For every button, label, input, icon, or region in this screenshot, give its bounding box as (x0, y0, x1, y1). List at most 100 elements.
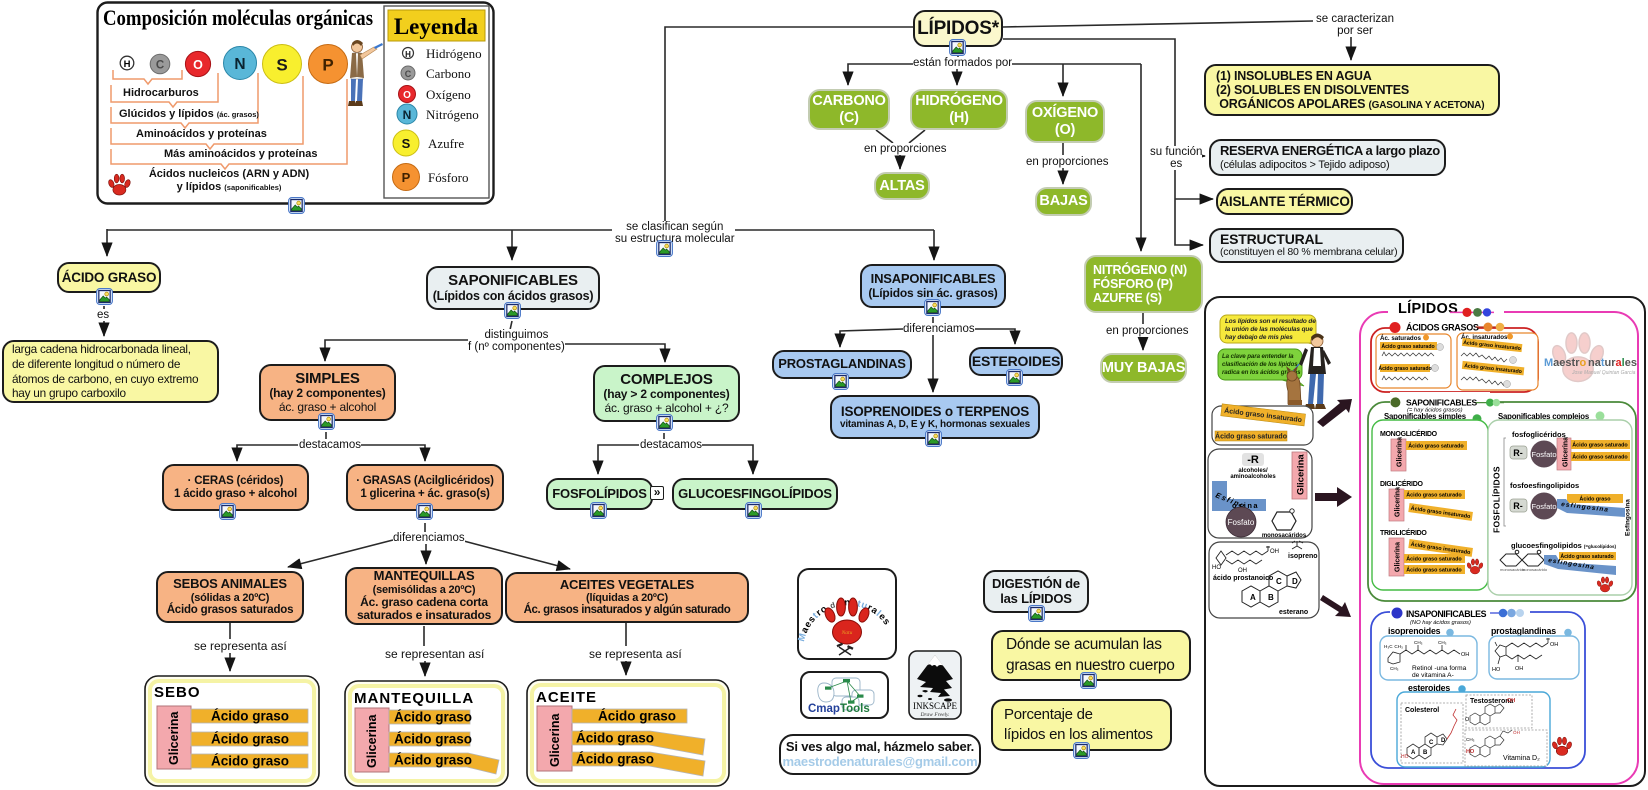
svg-text:OH: OH (1238, 568, 1247, 574)
svg-text:C: C (405, 69, 412, 79)
svg-text:Fósforo: Fósforo (428, 170, 468, 185)
svg-text:HO: HO (1492, 667, 1501, 673)
svg-text:Carbono: Carbono (426, 66, 471, 81)
svg-text:INSAPONIFICABLES: INSAPONIFICABLES (1406, 609, 1487, 619)
svg-text:Saponificables simples: Saponificables simples (1384, 412, 1467, 421)
svg-text:INKSCAPE: INKSCAPE (913, 701, 958, 711)
svg-text:OH: OH (1507, 698, 1515, 704)
svg-text:Ácido graso saturado: Ácido graso saturado (1572, 442, 1628, 449)
svg-text:Fosfato: Fosfato (1228, 518, 1255, 527)
svg-text:Hidrocarburos: Hidrocarburos (123, 87, 199, 99)
svg-text:Glicerina: Glicerina (1395, 487, 1402, 517)
svg-text:TRIGLICÉRIDO: TRIGLICÉRIDO (1380, 528, 1427, 537)
svg-text:R-: R- (1513, 501, 1523, 511)
svg-text:S: S (276, 56, 287, 75)
svg-text:Ácido graso saturado: Ácido graso saturado (1406, 567, 1462, 574)
svg-text:Ácido graso: Ácido graso (211, 754, 289, 769)
svg-text:C: C (1276, 577, 1282, 586)
svg-text:Leyenda: Leyenda (394, 14, 479, 39)
svg-text:fosfoesfingolipidos: fosfoesfingolipidos (1510, 481, 1579, 490)
svg-text:Ácidos nucleicos (ARN y ADN): Ácidos nucleicos (ARN y ADN) (149, 167, 310, 180)
svg-text:isoprenoides: isoprenoides (1388, 626, 1441, 636)
svg-text:C: C (156, 60, 164, 72)
svg-text:Ácido graso: Ácido graso (394, 732, 472, 747)
svg-text:Jose Manuel Quintan Garcia: Jose Manuel Quintan Garcia (1571, 370, 1636, 376)
svg-text:ACEITE: ACEITE (536, 689, 597, 706)
svg-text:fosfoglicéridos: fosfoglicéridos (1512, 430, 1566, 439)
svg-text:OH: OH (1270, 549, 1279, 555)
svg-text:N: N (403, 108, 412, 122)
svg-text:(NO hay ácidos grasos): (NO hay ácidos grasos) (1410, 620, 1471, 626)
svg-text:O: O (1465, 717, 1470, 723)
svg-text:prostaglandinas: prostaglandinas (1491, 626, 1556, 636)
svg-text:OH: OH (1515, 666, 1523, 672)
svg-text:A: A (1250, 593, 1256, 602)
svg-text:aminoalcoholes: aminoalcoholes (1230, 474, 1276, 480)
svg-text:(= hay ácidos grasos): (= hay ácidos grasos) (1407, 408, 1463, 414)
svg-text:Retinol -una forma: Retinol -una forma (1412, 665, 1467, 672)
svg-text:Testosterona: Testosterona (1470, 698, 1514, 705)
svg-text:Ácido graso: Ácido graso (211, 709, 289, 724)
svg-text:Ácido graso saturado: Ácido graso saturado (1408, 443, 1464, 450)
svg-text:R-: R- (1513, 448, 1523, 458)
svg-text:ácido prostanoico: ácido prostanoico (1213, 575, 1273, 582)
svg-text:S: S (402, 136, 411, 151)
svg-text:glucoesfingolipidos (=glucolíp: glucoesfingolipidos (=glucolípidos) (1511, 541, 1617, 550)
svg-text:Oxígeno: Oxígeno (426, 87, 471, 102)
svg-text:Natu: Natu (841, 630, 853, 636)
svg-text:Ác. saturados: Ác. saturados (1380, 335, 1421, 342)
svg-text:Ácido graso: Ácido graso (394, 710, 472, 725)
svg-text:hay debajo de mis pies: hay debajo de mis pies (1225, 334, 1293, 341)
svg-text:Glicerina: Glicerina (1563, 437, 1570, 467)
svg-text:Glúcidos y lípidos (ác. grasos: Glúcidos y lípidos (ác. grasos) (119, 108, 259, 120)
svg-text:O: O (193, 58, 203, 72)
svg-text:Más aminoácidos y proteínas: Más aminoácidos y proteínas (164, 148, 317, 160)
svg-text:Ácido graso saturado: Ácido graso saturado (1560, 553, 1613, 560)
svg-text:Ácido graso: Ácido graso (211, 732, 289, 747)
svg-text:clasificación de los lípidos: clasificación de los lípidos (1222, 361, 1298, 368)
svg-text:y lípidos (saponificables): y lípidos (saponificables) (177, 181, 282, 193)
svg-text:Ácido graso saturado: Ácido graso saturado (1406, 492, 1462, 499)
svg-text:DIGLICÉRIDO: DIGLICÉRIDO (1380, 479, 1423, 488)
svg-text:Aminoácidos y proteínas: Aminoácidos y proteínas (136, 128, 267, 140)
svg-text:HO: HO (1466, 749, 1475, 755)
svg-text:OH: OH (1550, 642, 1558, 648)
svg-text:CH₃: CH₃ (1438, 640, 1447, 645)
svg-text:Composición moléculas orgánica: Composición moléculas orgánicas (103, 5, 373, 30)
svg-text:la unión de las moléculas que: la unión de las moléculas que (1225, 326, 1313, 333)
svg-text:isopreno: isopreno (1288, 553, 1318, 560)
svg-text:C: C (1429, 740, 1434, 746)
svg-text:Ácido graso saturado: Ácido graso saturado (1572, 454, 1628, 461)
svg-text:Glicerina: Glicerina (1296, 454, 1307, 495)
svg-text:FOSFOLÍPIDOS: FOSFOLÍPIDOS (1492, 466, 1502, 533)
svg-text:Azufre: Azufre (428, 136, 464, 151)
svg-text:Glicerina: Glicerina (548, 712, 562, 767)
svg-text:alcoholes/: alcoholes/ (1238, 468, 1268, 474)
svg-text:HO: HO (1212, 565, 1221, 571)
svg-text:Ácido graso: Ácido graso (598, 709, 676, 724)
svg-text:H: H (405, 50, 411, 59)
svg-text:Los lípidos son el resultado d: Los lípidos son el resultado de (1225, 318, 1316, 325)
svg-text:Glicerina: Glicerina (365, 713, 379, 768)
svg-text:Vitamina D₂: Vitamina D₂ (1503, 755, 1540, 762)
svg-text:SAPONIFICABLES: SAPONIFICABLES (1406, 398, 1478, 408)
svg-text:B: B (1268, 593, 1274, 602)
svg-text:Saponificables complejos: Saponificables complejos (1498, 412, 1590, 421)
svg-text:Colesterol: Colesterol (1405, 707, 1439, 714)
svg-text:Glicerina: Glicerina (167, 710, 181, 765)
svg-text:Ácido graso saturado: Ácido graso saturado (1215, 432, 1287, 441)
svg-text:Ácido graso saturado: Ácido graso saturado (1406, 556, 1462, 563)
svg-text:A: A (1411, 750, 1416, 756)
svg-text:CH₃: CH₃ (1414, 640, 1423, 645)
svg-text:Ácido graso: Ácido graso (1579, 496, 1611, 503)
svg-text:Ác. insaturados: Ác. insaturados (1461, 334, 1508, 341)
svg-text:O: O (403, 90, 411, 101)
svg-text:Fosfato: Fosfato (1531, 502, 1556, 511)
svg-text:-R: -R (1247, 454, 1259, 466)
svg-text:H₃C CH₃: H₃C CH₃ (1384, 644, 1403, 649)
svg-text:P: P (322, 56, 333, 75)
svg-text:CH₃: CH₃ (1390, 666, 1399, 671)
svg-text:Nitrógeno: Nitrógeno (426, 107, 479, 122)
svg-text:Ácido graso saturado: Ácido graso saturado (1381, 343, 1434, 350)
svg-text:Ácido graso saturado: Ácido graso saturado (1378, 365, 1431, 372)
